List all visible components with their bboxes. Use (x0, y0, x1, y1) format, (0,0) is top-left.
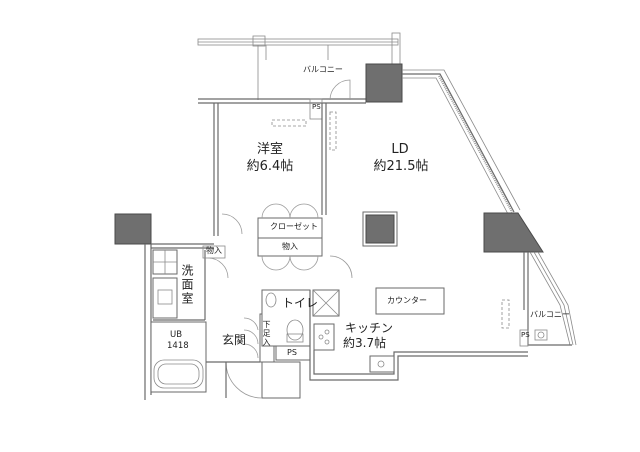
column-left (114, 213, 152, 245)
kitchen (309, 287, 528, 381)
diagonal-exterior-wall (402, 69, 521, 215)
shoe-storage-label: 下足入 (262, 320, 271, 347)
column-top-right (365, 63, 403, 103)
counter-label: カウンター (387, 296, 427, 305)
balcony-top-label: バルコニー (303, 65, 343, 74)
toilet-room (261, 289, 311, 361)
balcony-wall (198, 98, 366, 120)
western-room-name: 洋室 (256, 142, 283, 157)
top-balcony-railing (197, 32, 401, 100)
washroom-name: 洗面室 (180, 264, 194, 306)
closet-block (257, 203, 323, 271)
bath-size: 1418 (167, 341, 189, 351)
ld-column (365, 214, 395, 244)
ps-toilet-label: PS (287, 348, 297, 357)
ps-right-box (519, 329, 529, 347)
right-balcony-drain (534, 329, 548, 341)
storage-label-1: 物入 (282, 242, 298, 251)
washroom (152, 245, 226, 321)
kitchen-size: 約3.7帖 (343, 336, 387, 350)
right-balcony-dashed (501, 299, 510, 329)
ld-name: LD (391, 142, 409, 157)
door-western-room (221, 213, 243, 235)
column-right (483, 212, 544, 253)
entrance-name: 玄関 (222, 333, 247, 347)
right-balcony-railing (523, 251, 577, 346)
door-washroom (207, 257, 229, 279)
western-room-size: 約6.4帖 (246, 159, 294, 174)
ps-right-label: PS (521, 331, 530, 339)
balcony-door-swing (329, 79, 351, 101)
ps-top-label: PS (312, 103, 321, 111)
western-room-walls (213, 103, 337, 236)
unit-bath (150, 321, 207, 393)
bath-name: UB (170, 330, 183, 340)
toilet-name: トイレ (282, 296, 319, 310)
kitchen-name: キッチン (345, 321, 394, 335)
balcony-right-label: バルコニー (530, 310, 570, 319)
storage-label-2: 物入 (206, 246, 222, 255)
ld-size: 約21.5帖 (373, 159, 429, 174)
door-ld (329, 255, 353, 279)
closet-label: クローゼット (270, 222, 318, 231)
